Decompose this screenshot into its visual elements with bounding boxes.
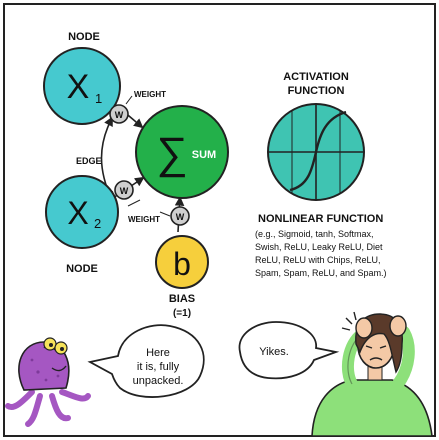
node-label-top: NODE bbox=[68, 31, 100, 43]
nonlinear-examples-2: Swish, ReLU, Leaky ReLU, Diet bbox=[255, 242, 383, 252]
input-node-x1 bbox=[43, 47, 121, 125]
weight-3-label: W bbox=[176, 212, 185, 222]
person-speech-bubble: Yikes. bbox=[238, 321, 340, 380]
x1-symbol: X bbox=[67, 68, 90, 106]
sum-node bbox=[135, 105, 229, 199]
sigmoid-curve bbox=[289, 110, 347, 192]
octopus-speech-bubble: Here it is, fully unpacked. bbox=[87, 324, 205, 398]
weight-1-label: W bbox=[115, 110, 124, 120]
neuron-diagram: NODE NODE EDGE X 1 X 2 ∑ SUM W WEIGHT W bbox=[43, 31, 229, 319]
nonlinear-title: NONLINEAR FUNCTION bbox=[258, 213, 383, 225]
stressed-person-character bbox=[311, 311, 433, 437]
nonlinear-examples-1: (e.g., Sigmoid, tanh, Softmax, bbox=[255, 229, 374, 239]
x2-subscript: 2 bbox=[94, 216, 101, 231]
bias-value: (=1) bbox=[173, 308, 191, 319]
weight-top-label: WEIGHT bbox=[134, 90, 166, 99]
x1-subscript: 1 bbox=[95, 91, 102, 106]
octopus-speech-line-3: unpacked. bbox=[133, 375, 184, 387]
weight-3: W bbox=[170, 206, 190, 226]
edge-label: EDGE bbox=[76, 156, 102, 166]
nonlinear-examples-3: ReLU, ReLU with Chips, ReLU, bbox=[255, 255, 381, 265]
person-speech-text: Yikes. bbox=[259, 346, 289, 358]
octopus-character bbox=[5, 337, 91, 427]
x2-symbol: X bbox=[67, 195, 88, 231]
sum-text: SUM bbox=[192, 149, 216, 161]
weight-bottom-pointer-b bbox=[159, 211, 171, 217]
weight-1: W bbox=[109, 104, 129, 124]
activation-title-2: FUNCTION bbox=[288, 85, 345, 97]
sum-symbol: ∑ bbox=[156, 129, 187, 178]
weight-2: W bbox=[114, 180, 134, 200]
weight-top-pointer bbox=[125, 95, 133, 105]
bias-symbol: b bbox=[173, 246, 191, 282]
activation-function: ACTIVATION FUNCTION NONLINEAR FUNCTION (… bbox=[255, 71, 387, 278]
weight-bottom-label: WEIGHT bbox=[128, 215, 160, 224]
bias-node bbox=[155, 235, 209, 289]
octopus-speech-line-1: Here bbox=[146, 347, 170, 359]
weight-bottom-pointer-a bbox=[127, 199, 141, 207]
activation-title-1: ACTIVATION bbox=[283, 71, 349, 83]
nonlinear-examples-4: Spam, Spam, ReLU, and Spam.) bbox=[255, 268, 387, 278]
node-label-bottom: NODE bbox=[66, 263, 98, 275]
input-node-x2 bbox=[45, 175, 119, 249]
weight-2-label: W bbox=[120, 186, 129, 196]
bias-label: BIAS bbox=[169, 293, 195, 305]
octopus-speech-line-2: it is, fully bbox=[137, 361, 180, 373]
